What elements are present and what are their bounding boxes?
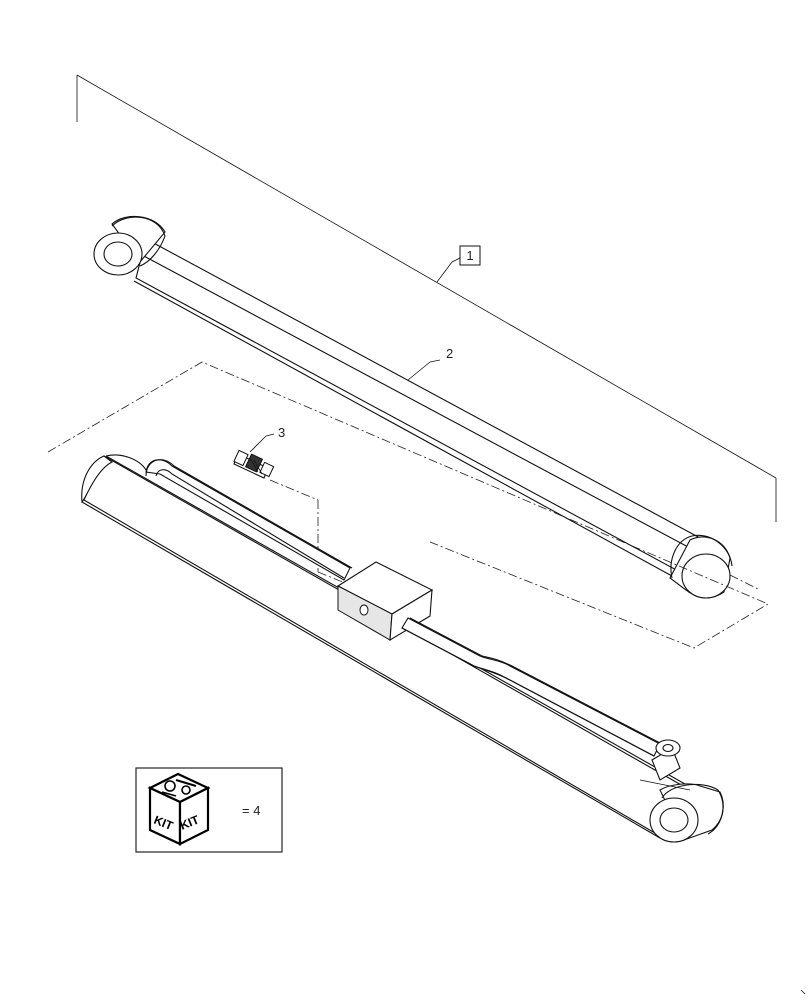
callout-2-label: 2	[446, 346, 453, 361]
callout-3[interactable]: 3	[249, 425, 285, 453]
valve-fitting	[233, 449, 275, 479]
assembly-bracket	[76, 74, 777, 522]
callout-1[interactable]: 1	[436, 245, 481, 283]
kit-box-icon: KIT KIT	[147, 772, 211, 846]
kit-label-left: KIT	[152, 813, 176, 833]
callout-2[interactable]: 2	[407, 346, 453, 381]
cylinder-barrel	[81, 454, 724, 843]
callout-3-label: 3	[278, 425, 285, 440]
callout-1-label: 1	[466, 248, 473, 263]
kit-quantity: = 4	[242, 803, 260, 818]
piston-rod	[93, 215, 733, 599]
corner-mark	[800, 989, 806, 995]
kit-label-right: KIT	[178, 812, 202, 832]
kit-legend: KIT KIT = 4	[135, 767, 283, 853]
